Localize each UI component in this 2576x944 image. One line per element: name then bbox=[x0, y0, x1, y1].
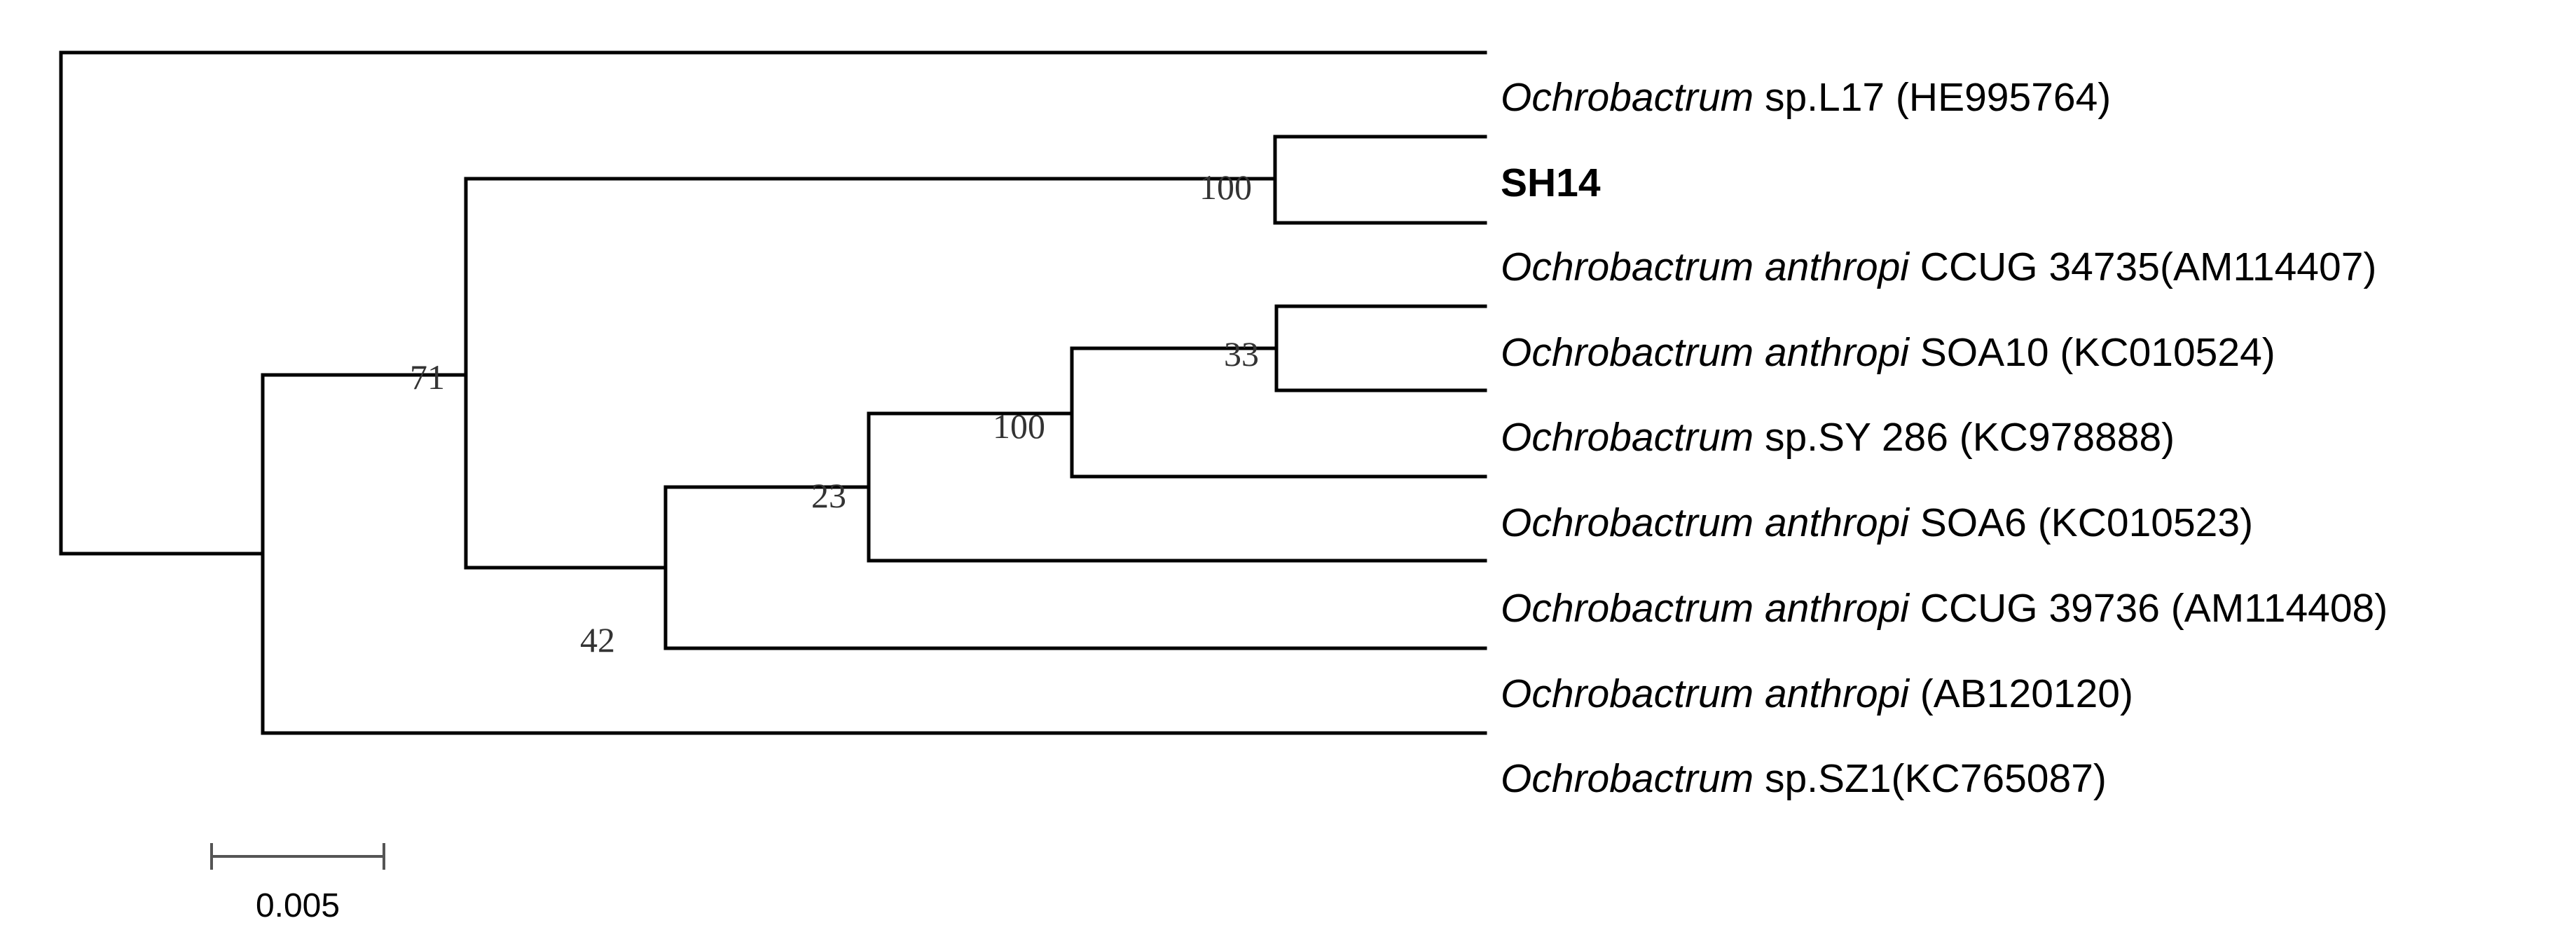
taxon-strain: CCUG 34735(AM114407) bbox=[1909, 245, 2376, 289]
bootstrap-soa10-clade: 33 bbox=[1224, 334, 1259, 374]
scale-bar-label: 0.005 bbox=[256, 887, 340, 924]
taxon-label-sh14: SH14 bbox=[1501, 160, 1601, 205]
bootstrap-values: 100 33 100 23 42 71 bbox=[410, 167, 1259, 659]
taxon-label: Ochrobactrum anthropi CCUG 34735(AM11440… bbox=[1501, 245, 2376, 289]
taxon-strain: (AB120120) bbox=[1909, 671, 2133, 716]
taxon-strain: SOA10 (KC010524) bbox=[1909, 330, 2275, 375]
taxon-labels: Ochrobactrum sp.L17 (HE995764) SH14 Ochr… bbox=[1501, 75, 2388, 801]
taxon-genus: Ochrobactrum bbox=[1501, 756, 1754, 801]
taxon-genus: Ochrobactrum anthropi bbox=[1501, 500, 1910, 545]
scale-bar: 0.005 bbox=[210, 843, 385, 924]
taxon-genus: Ochrobactrum bbox=[1501, 415, 1754, 460]
taxon-label: Ochrobactrum anthropi SOA10 (KC010524) bbox=[1501, 330, 2275, 375]
taxon-genus: Ochrobactrum anthropi bbox=[1501, 330, 1910, 375]
taxon-strain: CCUG 39736 (AM114408) bbox=[1909, 586, 2388, 631]
taxon-label: Ochrobactrum anthropi CCUG 39736 (AM1144… bbox=[1501, 586, 2388, 631]
taxon-genus: Ochrobactrum anthropi bbox=[1501, 671, 1910, 716]
bootstrap-ccug39736-clade: 42 bbox=[580, 620, 615, 659]
taxon-label: Ochrobactrum anthropi (AB120120) bbox=[1501, 671, 2133, 716]
taxon-label: Ochrobactrum sp.SY 286 (KC978888) bbox=[1501, 415, 2175, 460]
taxon-label: Ochrobactrum sp.L17 (HE995764) bbox=[1501, 75, 2111, 120]
taxon-strain: SH14 bbox=[1501, 160, 1601, 205]
taxon-genus: Ochrobactrum bbox=[1501, 75, 1754, 120]
taxon-strain: sp.L17 (HE995764) bbox=[1754, 75, 2111, 120]
taxon-label: Ochrobactrum sp.SZ1(KC765087) bbox=[1501, 756, 2107, 801]
bootstrap-soa6-clade: 23 bbox=[811, 476, 846, 515]
bootstrap-ingroup-clade: 71 bbox=[410, 357, 445, 397]
bootstrap-sh14-clade: 100 bbox=[1199, 167, 1252, 207]
taxon-strain: sp.SZ1(KC765087) bbox=[1754, 756, 2107, 801]
taxon-label: Ochrobactrum anthropi SOA6 (KC010523) bbox=[1501, 500, 2253, 545]
taxon-strain: SOA6 (KC010523) bbox=[1909, 500, 2253, 545]
bootstrap-sy286-clade: 100 bbox=[993, 406, 1045, 446]
tree-branches bbox=[59, 50, 1487, 735]
taxon-genus: Ochrobactrum anthropi bbox=[1501, 586, 1910, 631]
taxon-strain: sp.SY 286 (KC978888) bbox=[1754, 415, 2175, 460]
taxon-genus: Ochrobactrum anthropi bbox=[1501, 245, 1910, 289]
